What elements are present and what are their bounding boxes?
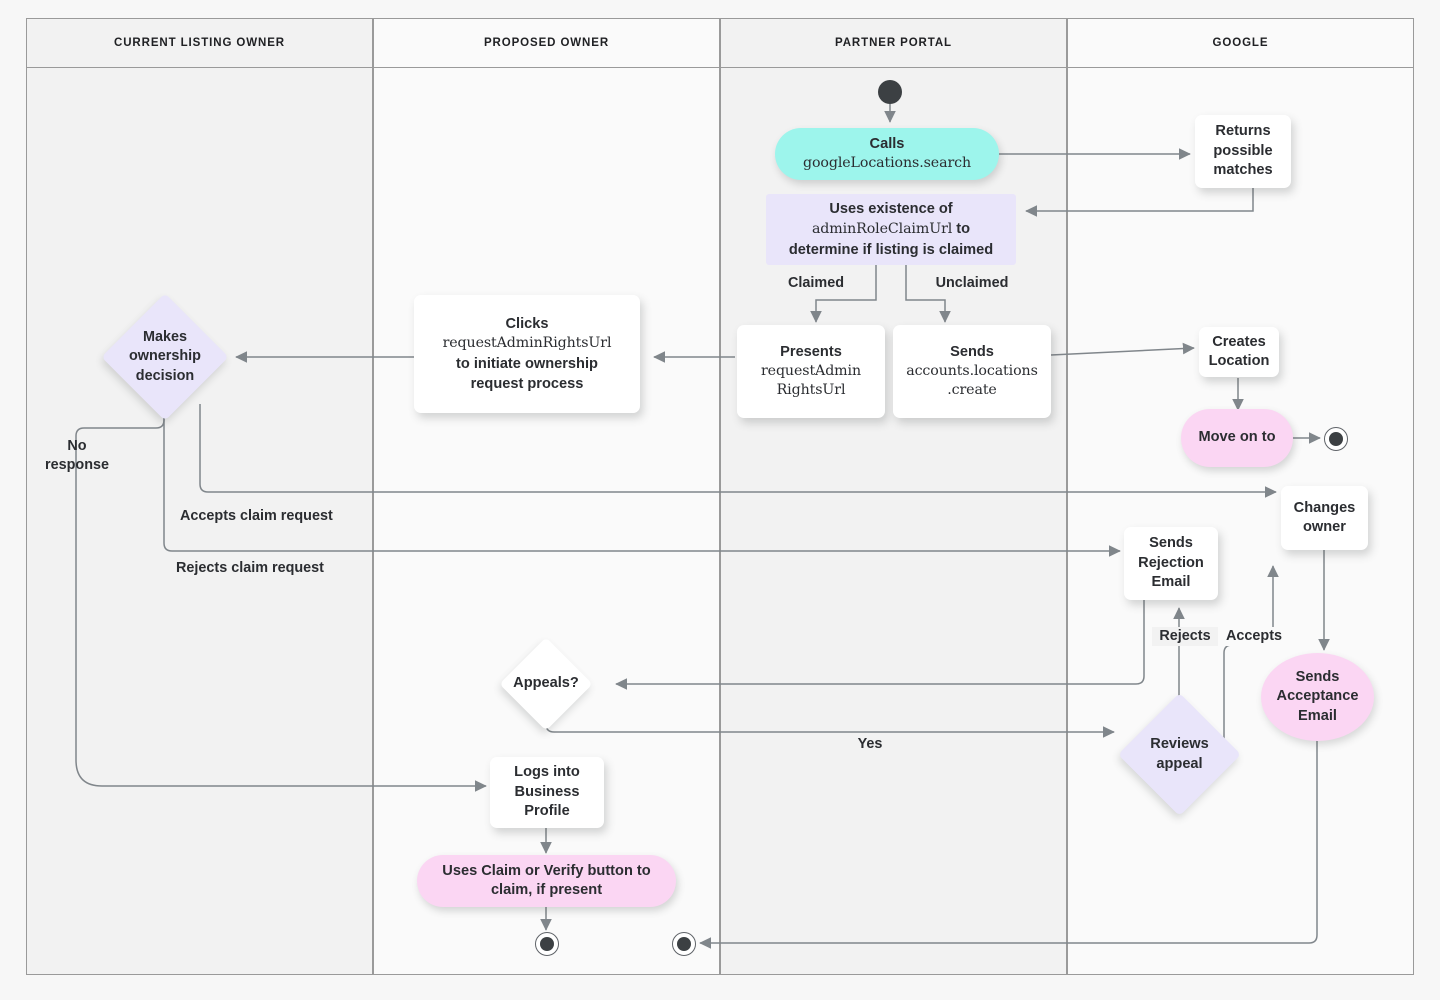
edge-acceptance-to-end <box>699 740 1318 949</box>
node-uses-existence-admin-role-claim-url[interactable]: Uses existence of adminRoleClaimUrl to d… <box>766 194 1016 265</box>
lane-title-current-listing-owner: CURRENT LISTING OWNER <box>114 37 285 49</box>
node-sends-acceptance-email-label: Sends Acceptance Email <box>1276 668 1359 724</box>
node-uses-line3: to <box>952 221 971 238</box>
lane-header-google: GOOGLE <box>1067 18 1414 68</box>
node-returns-possible-matches[interactable]: Returns possible matches <box>1195 115 1291 188</box>
node-returns-label: Returns possible matches <box>1213 123 1273 179</box>
node-uses-claim-or-verify-button[interactable]: Uses Claim or Verify button to claim, if… <box>417 855 676 907</box>
end-node-appeal <box>672 932 696 956</box>
lane-header-proposed-owner: PROPOSED OWNER <box>373 18 720 68</box>
lane-header-current-listing-owner: CURRENT LISTING OWNER <box>26 18 373 68</box>
edge-reviews-accepts <box>1223 565 1279 745</box>
node-presents-request-admin-rights-url[interactable]: Presents requestAdmin RightsUrl <box>737 325 885 418</box>
node-presents-title: Presents <box>780 343 842 360</box>
edge-returns-to-uses <box>1025 188 1254 217</box>
edge-sends-create-to-creates-location <box>1050 342 1195 356</box>
node-makes-ownership-decision-label: Makes ownership decision <box>129 329 201 384</box>
edge-decision-accepts <box>199 404 1277 498</box>
edge-label-rejects-claim-request: Rejects claim request <box>176 560 324 576</box>
edge-label-accepts: Accepts <box>1219 627 1289 646</box>
node-logs-into-business-profile-label: Logs into Business Profile <box>514 764 580 820</box>
node-logs-into-business-profile[interactable]: Logs into Business Profile <box>490 757 604 828</box>
edge-label-accepts-claim-request: Accepts claim request <box>180 508 333 524</box>
node-uses-claim-or-verify-label: Uses Claim or Verify button to claim, if… <box>442 862 651 898</box>
node-calls-google-locations-search[interactable]: Calls googleLocations.search <box>775 128 999 180</box>
edge-decision-rejects <box>163 408 1121 557</box>
end-node-google <box>1324 427 1348 451</box>
edge-label-yes: Yes <box>852 735 888 754</box>
end-node-claim <box>535 932 559 956</box>
node-reviews-appeal-label: Reviews appeal <box>1150 736 1209 772</box>
node-calls-method: googleLocations.search <box>802 155 972 172</box>
node-calls-title: Calls <box>869 135 905 152</box>
node-appeals-label: Appeals? <box>513 675 579 692</box>
node-creates-location[interactable]: Creates Location <box>1199 327 1279 377</box>
node-sends-rejection-email-label: Sends Rejection Email <box>1138 535 1204 591</box>
edge-label-claimed: Claimed <box>788 275 844 291</box>
node-clicks-desc: to initiate ownership request process <box>456 355 598 392</box>
start-node <box>878 80 902 104</box>
edge-label-no-response: No response <box>45 438 109 473</box>
node-sends-create-method: accounts.locations .create <box>906 363 1038 399</box>
node-move-on-to[interactable]: Move on to <box>1181 409 1293 467</box>
node-uses-line4: determine if listing is claimed <box>788 241 994 258</box>
edge-rejection-to-appeals <box>615 600 1145 690</box>
node-sends-accounts-locations-create[interactable]: Sends accounts.locations .create <box>893 325 1051 418</box>
node-clicks-method: requestAdminRightsUrl <box>442 335 612 352</box>
lane-title-partner-portal: PARTNER PORTAL <box>835 37 952 49</box>
edge-label-unclaimed: Unclaimed <box>935 275 1009 291</box>
edge-appeals-yes-to-reviews <box>545 716 1115 738</box>
node-clicks-request-admin-rights-url[interactable]: Clicks requestAdminRightsUrl to initiate… <box>414 295 640 413</box>
node-creates-location-label: Creates Location <box>1208 333 1270 369</box>
lane-body-current-listing-owner <box>26 68 373 975</box>
lane-header-partner-portal: PARTNER PORTAL <box>720 18 1067 68</box>
node-presents-method: requestAdmin RightsUrl <box>760 363 862 399</box>
lane-title-proposed-owner: PROPOSED OWNER <box>483 37 610 49</box>
node-reviews-appeal[interactable]: Reviews appeal <box>1117 692 1242 817</box>
node-sends-acceptance-email[interactable]: Sends Acceptance Email <box>1261 653 1374 741</box>
edge-uses-split-right <box>905 265 951 323</box>
node-changes-owner-label: Changes owner <box>1293 499 1356 535</box>
node-sends-rejection-email[interactable]: Sends Rejection Email <box>1124 527 1218 600</box>
edge-label-rejects: Rejects <box>1152 627 1218 646</box>
node-makes-ownership-decision[interactable]: Makes ownership decision <box>101 293 229 421</box>
node-uses-admin-role-claim-url: adminRoleClaimUrl <box>811 221 953 238</box>
edge-uses-split-left <box>810 265 877 323</box>
node-clicks-title: Clicks <box>505 316 549 333</box>
node-appeals[interactable]: Appeals? <box>499 637 593 731</box>
node-move-on-to-label: Move on to <box>1198 429 1276 446</box>
node-changes-owner[interactable]: Changes owner <box>1281 486 1368 550</box>
node-sends-create-title: Sends <box>950 343 994 360</box>
lane-title-google: GOOGLE <box>1212 37 1269 49</box>
edge-decision-no-response <box>75 408 487 792</box>
node-uses-line1: Uses existence of <box>829 201 953 218</box>
